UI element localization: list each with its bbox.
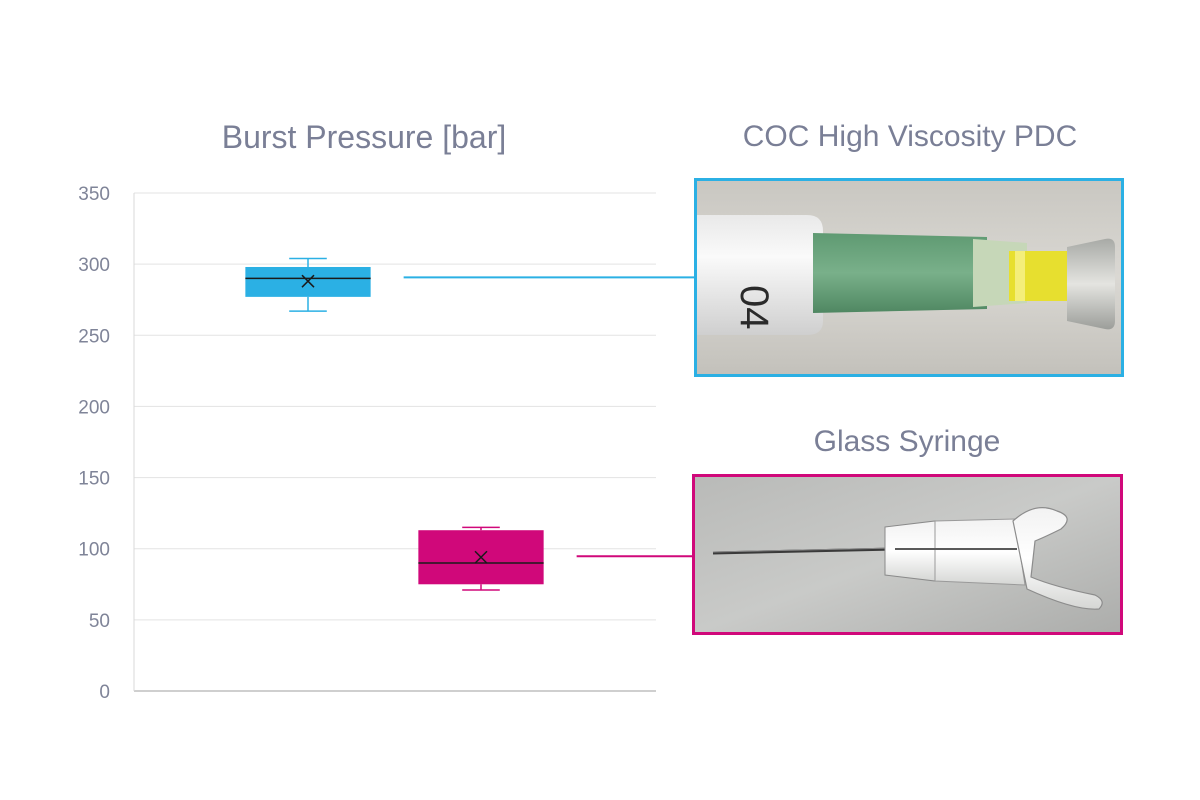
y-tick-label: 0	[99, 682, 110, 703]
photo-title-glass: Glass Syringe	[813, 425, 1001, 458]
grid	[134, 192, 656, 621]
y-axis-ticks: 0 50 100 150 200 250 300 350	[78, 184, 110, 703]
y-tick-label: 50	[89, 611, 110, 632]
y-tick-label: 250	[78, 326, 110, 347]
mean-marker	[474, 550, 488, 564]
y-tick-label: 350	[78, 184, 110, 205]
chart-title: Burst Pressure [bar]	[222, 119, 507, 155]
y-tick-label: 200	[78, 397, 110, 418]
photo-connectors	[403, 276, 697, 558]
svg-text:04: 04	[732, 285, 776, 330]
glass-syringe-photo	[692, 474, 1123, 635]
y-tick-label: 150	[78, 469, 110, 490]
box-glass-syringe	[418, 526, 544, 591]
y-tick-label: 100	[78, 540, 110, 561]
photo-title-coc: COC High Viscosity PDC	[742, 120, 1078, 153]
coc-syringe-photo: 04	[694, 178, 1124, 377]
box-plots	[245, 257, 544, 591]
y-tick-label: 300	[78, 255, 110, 276]
box-coc-high-viscosity-pdc	[245, 257, 371, 312]
mean-marker	[301, 274, 315, 288]
